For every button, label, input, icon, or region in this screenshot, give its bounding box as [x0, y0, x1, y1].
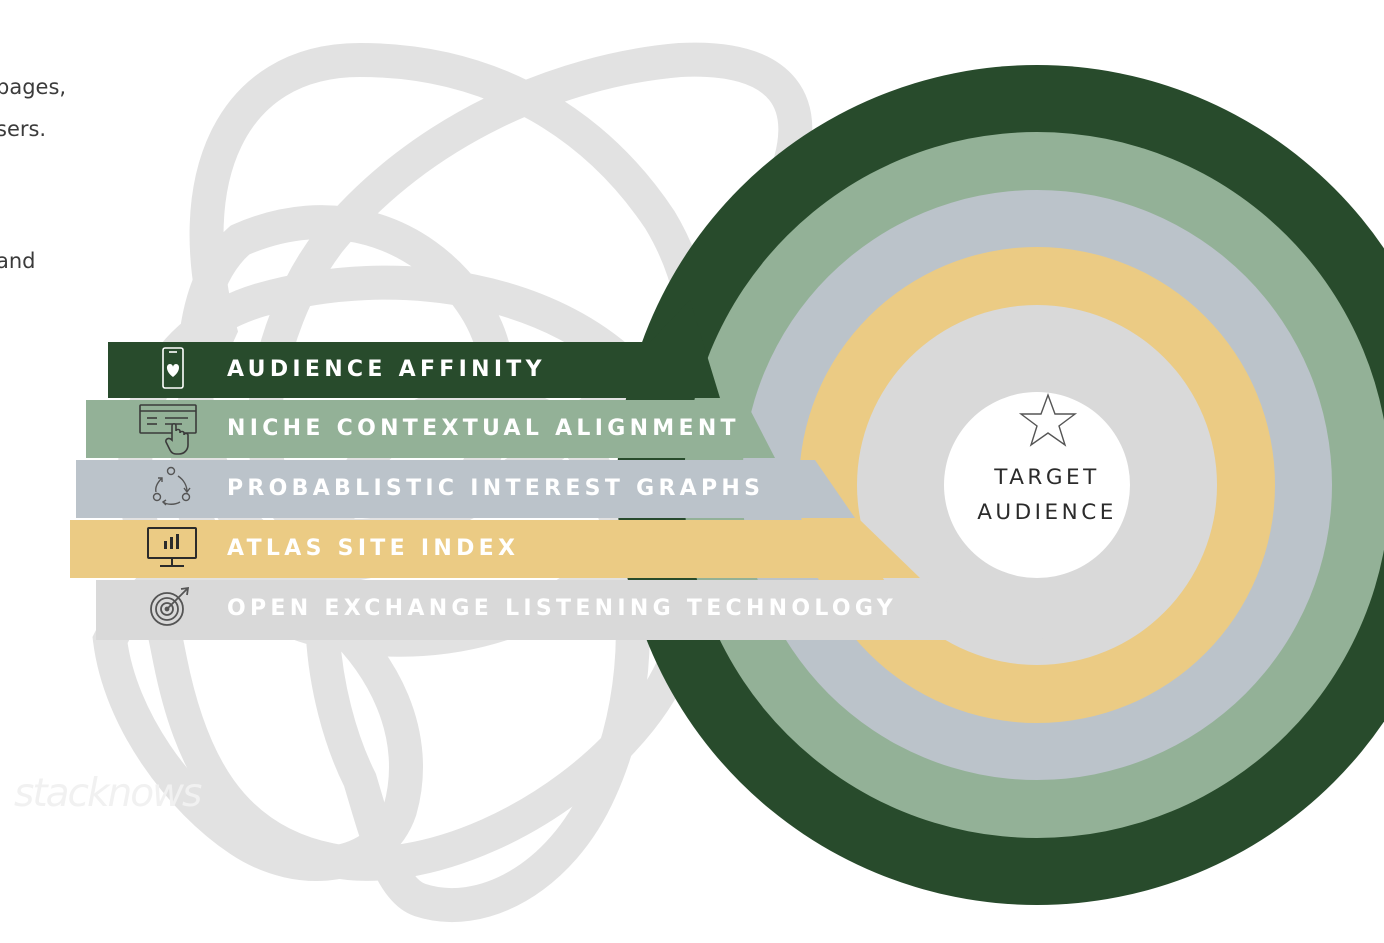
network-cycle-icon: [152, 466, 191, 506]
bands: [70, 300, 1060, 640]
center-circle: [944, 392, 1130, 578]
phone-heart-icon: [162, 347, 184, 389]
band-label-audience-affinity: AUDIENCE AFFINITY: [227, 357, 546, 382]
browser-click-icon: [139, 404, 197, 455]
center-label-line2: AUDIENCE: [977, 500, 1117, 525]
band-probablistic-interest-graphs: [76, 460, 855, 518]
watermark: stacknows: [14, 771, 202, 816]
intro-fragment-1: pages,: [0, 75, 67, 99]
star-icon: [1018, 392, 1078, 447]
intro-fragment-3: and: [0, 249, 36, 273]
band-open-exchange-listening: [96, 580, 1060, 640]
band-atlas-site-index: [70, 520, 920, 578]
center-label-line1: TARGET: [994, 465, 1100, 490]
band-label-niche-contextual-alignment: NICHE CONTEXTUAL ALIGNMENT: [227, 416, 740, 441]
band-label-open-exchange-listening-technology: OPEN EXCHANGE LISTENING TECHNOLOGY: [227, 596, 898, 621]
target-icon: [150, 586, 190, 626]
intro-fragment-2: sers.: [0, 117, 47, 141]
band-label-probablistic-interest-graphs: PROBABLISTIC INTEREST GRAPHS: [227, 476, 765, 501]
monitor-chart-icon: [147, 527, 197, 567]
band-label-atlas-site-index: ATLAS SITE INDEX: [227, 536, 520, 561]
band-audience-affinity: [108, 300, 720, 398]
target-rings: [617, 65, 1384, 905]
band-niche-contextual-alignment: [86, 400, 775, 458]
